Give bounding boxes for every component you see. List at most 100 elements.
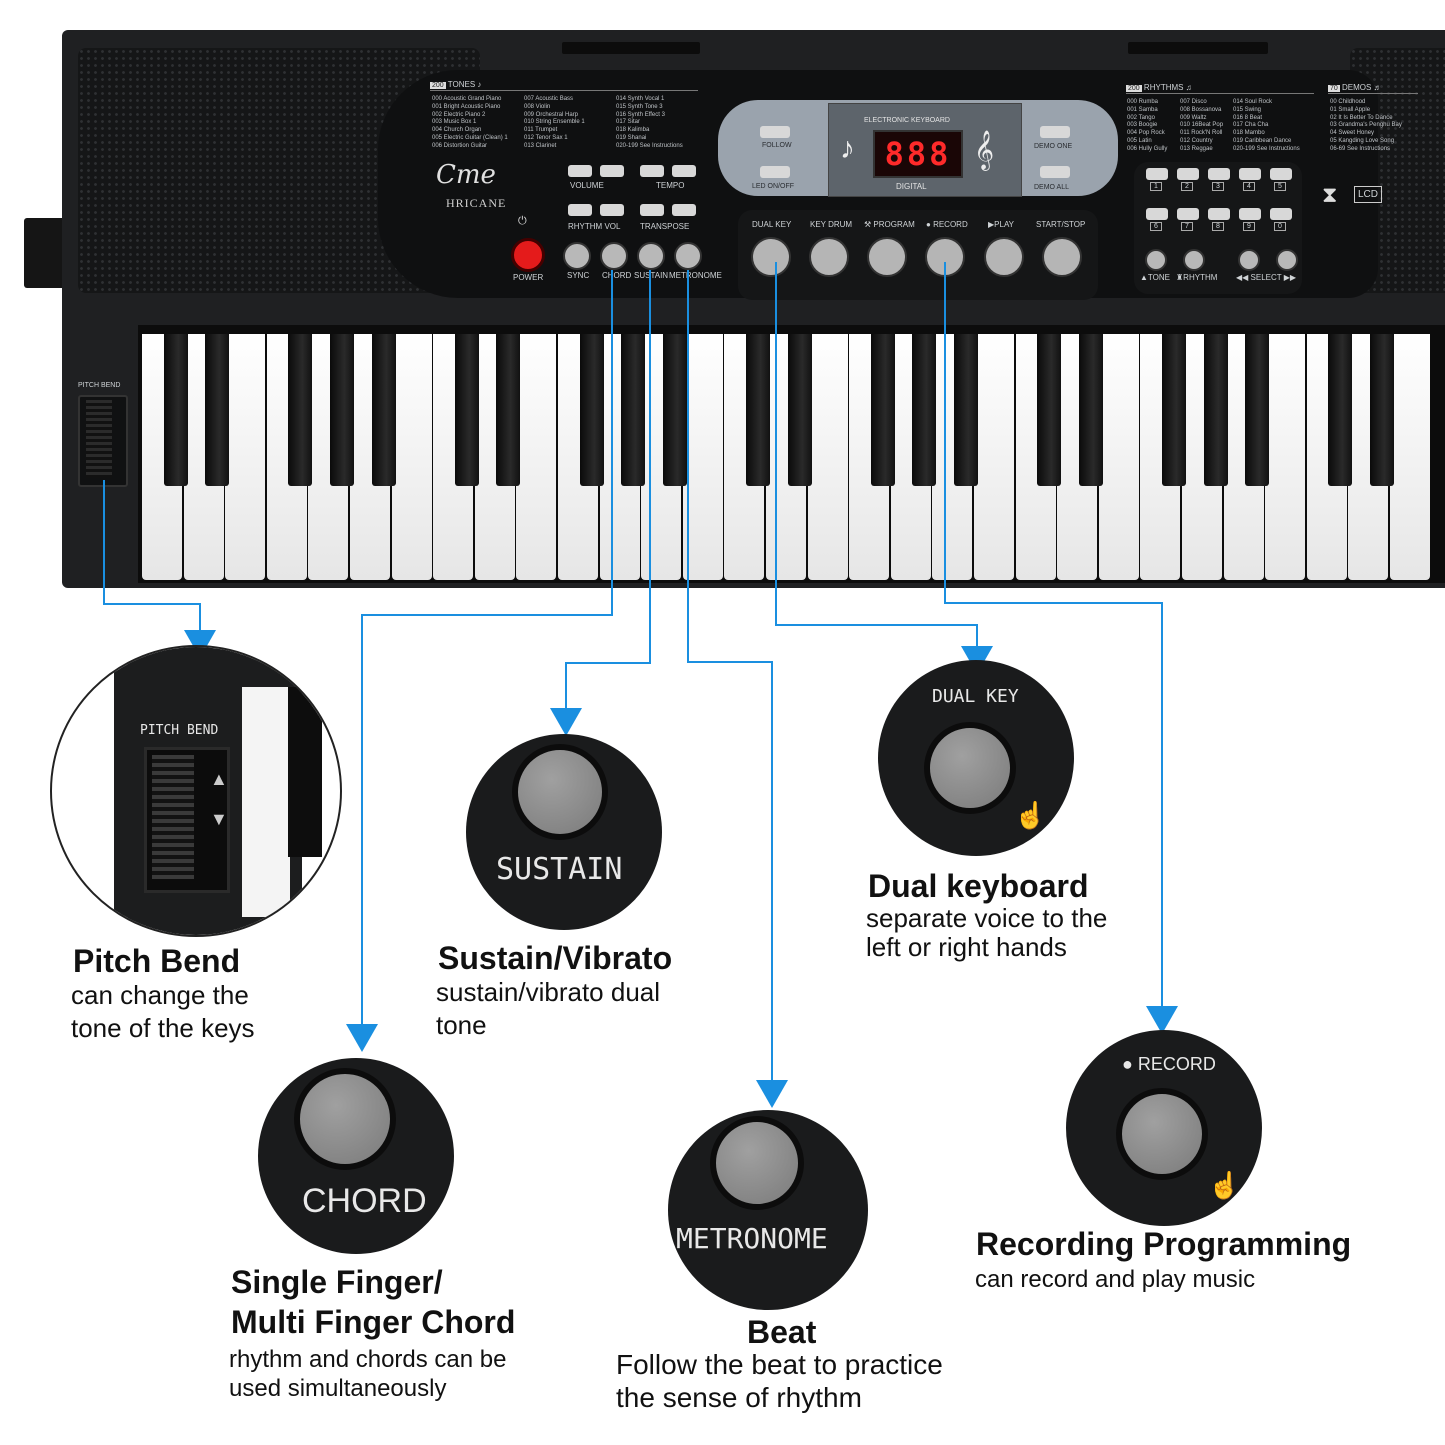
black-key[interactable] — [662, 334, 687, 486]
metronome-title: Beat — [747, 1314, 817, 1350]
black-key[interactable] — [163, 334, 188, 486]
arrow-pitch-bend — [184, 630, 216, 658]
list-item: 017 Cha Cha — [1233, 122, 1269, 129]
black-key[interactable] — [621, 334, 646, 486]
tempo-up-button[interactable] — [672, 165, 696, 177]
sustain-button[interactable] — [637, 242, 665, 270]
demo-one-button[interactable] — [1040, 126, 1070, 138]
black-key[interactable] — [1328, 334, 1353, 486]
tone-button[interactable] — [1145, 249, 1167, 271]
select-up-button[interactable] — [1276, 249, 1298, 271]
transpose-down-button[interactable] — [640, 204, 664, 216]
number-key-button[interactable] — [1146, 208, 1168, 220]
carry-handle — [24, 218, 66, 288]
rhythm-button[interactable] — [1183, 249, 1205, 271]
dual-key-callout-label: DUAL KEY — [932, 686, 1019, 707]
callout-chord: CHORD — [258, 1058, 454, 1254]
play-button[interactable] — [984, 237, 1024, 277]
sustain-button-zoom[interactable] — [512, 744, 608, 840]
white-key[interactable] — [974, 334, 1014, 580]
black-key[interactable] — [1078, 334, 1103, 486]
led-onoff-button[interactable] — [760, 166, 790, 178]
dual-key-button-zoom[interactable] — [924, 722, 1016, 814]
list-item: 018 Kalimba — [616, 127, 650, 134]
black-key[interactable] — [579, 334, 604, 486]
transpose-label: TRANSPOSE — [640, 222, 690, 231]
program-button[interactable] — [867, 237, 907, 277]
number-key-button[interactable] — [1239, 208, 1261, 220]
black-key[interactable] — [330, 334, 354, 486]
list-item: 015 Synth Tone 3 — [616, 103, 663, 110]
number-key-button[interactable] — [1270, 208, 1292, 220]
metronome-button[interactable] — [674, 242, 702, 270]
white-key[interactable] — [1098, 334, 1139, 580]
power-button[interactable] — [511, 238, 545, 272]
number-key-button[interactable] — [1208, 168, 1230, 180]
connector-metronome — [687, 270, 773, 1085]
black-key[interactable] — [288, 334, 313, 486]
black-key[interactable] — [1245, 334, 1270, 486]
function-bar — [738, 210, 1098, 300]
chord-title-2: Multi Finger Chord — [231, 1304, 516, 1340]
music-stand-slot — [562, 42, 700, 54]
white-key[interactable] — [807, 334, 848, 580]
chord-button-zoom[interactable] — [294, 1068, 396, 1170]
black-key[interactable] — [454, 334, 479, 486]
number-key-button[interactable] — [1177, 208, 1199, 220]
finger-touch-icon: ☝ — [1014, 800, 1047, 830]
number-key-button[interactable] — [1239, 168, 1261, 180]
sustain-desc-1: sustain/vibrato dual — [436, 977, 661, 1007]
record-title: Recording Programming — [976, 1226, 1352, 1262]
number-key-button[interactable] — [1208, 208, 1230, 220]
drum-icon: ♫ — [1185, 83, 1192, 92]
rhythm-vol-up-button[interactable] — [600, 204, 624, 216]
start-stop-button[interactable] — [1042, 237, 1082, 277]
list-item: 013 Clarinet — [524, 142, 557, 149]
transpose-up-button[interactable] — [672, 204, 696, 216]
black-key[interactable] — [1203, 334, 1228, 486]
white-key[interactable] — [1265, 334, 1306, 580]
metronome-desc-2: the sense of rhythm — [616, 1382, 862, 1413]
black-key[interactable] — [746, 334, 770, 486]
follow-button[interactable] — [760, 126, 790, 138]
rhythm-vol-down-button[interactable] — [568, 204, 592, 216]
black-key[interactable] — [371, 334, 396, 486]
black-key[interactable] — [205, 334, 230, 486]
white-key[interactable] — [1390, 334, 1430, 580]
white-key[interactable] — [682, 334, 723, 580]
sync-button[interactable] — [563, 242, 591, 270]
black-key[interactable] — [787, 334, 812, 486]
program-label: ⚒ PROGRAM — [864, 220, 915, 229]
select-down-button[interactable] — [1238, 249, 1260, 271]
white-key[interactable] — [225, 334, 266, 580]
number-key-button[interactable] — [1177, 168, 1199, 180]
chord-button[interactable] — [600, 242, 628, 270]
dual-key-button[interactable] — [751, 237, 791, 277]
white-key[interactable] — [391, 334, 432, 580]
demo-all-button[interactable] — [1040, 166, 1070, 178]
volume-down-button[interactable] — [568, 165, 592, 177]
record-desc-1: can record and play music — [975, 1266, 1256, 1293]
black-key[interactable] — [496, 334, 521, 486]
pitch-bend-wheel[interactable] — [152, 755, 194, 879]
key-drum-button[interactable] — [809, 237, 849, 277]
black-key[interactable] — [1370, 334, 1394, 486]
black-key[interactable] — [1162, 334, 1186, 486]
list-item: 003 Boogie — [1127, 122, 1158, 129]
white-key[interactable] — [516, 334, 557, 580]
number-key-button[interactable] — [1270, 168, 1292, 180]
number-key-label: 3 — [1212, 182, 1224, 191]
start-stop-label: START/STOP — [1036, 220, 1086, 229]
black-key[interactable] — [912, 334, 937, 486]
black-key[interactable] — [954, 334, 978, 486]
volume-up-button[interactable] — [600, 165, 624, 177]
metronome-button-zoom[interactable] — [710, 1116, 804, 1210]
pitch-bend-wheel[interactable] — [86, 400, 112, 478]
black-key[interactable] — [1037, 334, 1062, 486]
tempo-down-button[interactable] — [640, 165, 664, 177]
record-button-zoom[interactable] — [1116, 1088, 1208, 1180]
number-key-button[interactable] — [1146, 168, 1168, 180]
black-key[interactable] — [870, 334, 895, 486]
follow-label: FOLLOW — [762, 142, 792, 149]
number-key-label: 4 — [1243, 182, 1255, 191]
